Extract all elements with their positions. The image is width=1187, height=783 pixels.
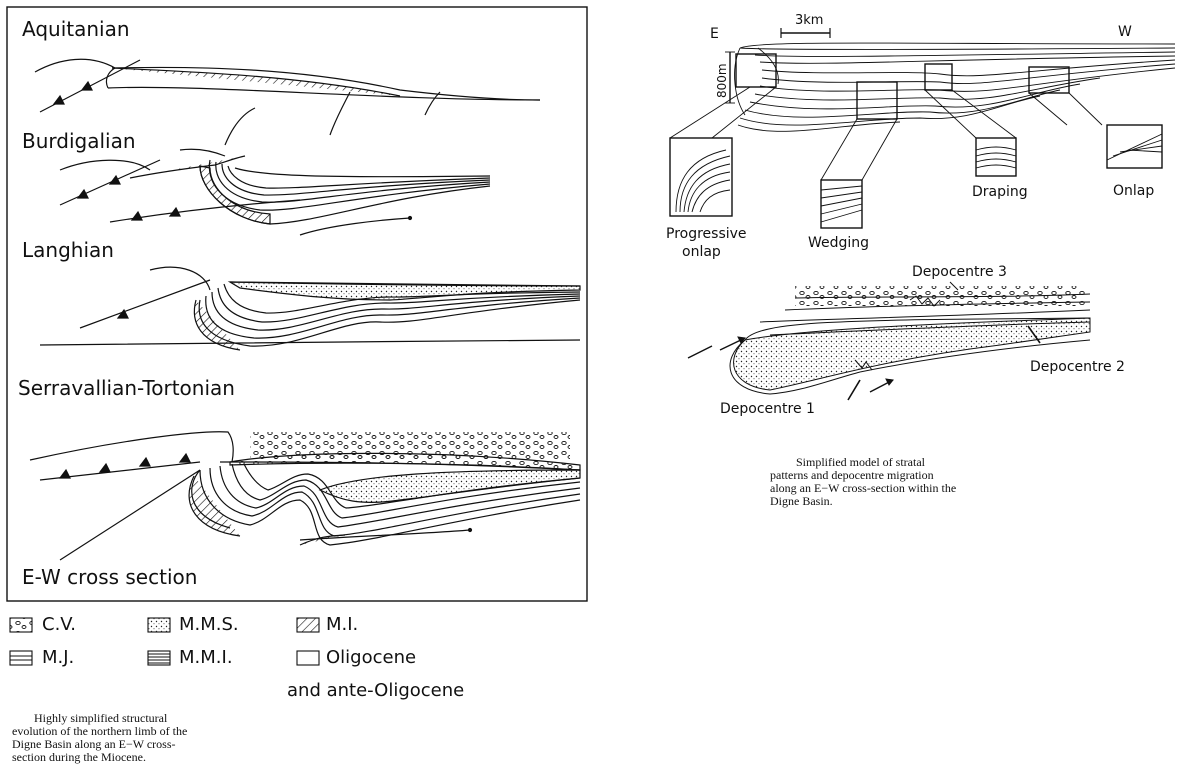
right-cross-section: [670, 28, 1175, 180]
caption-left: Highly simplified structural evolution o…: [12, 712, 192, 764]
legend-cv-swatch: [10, 618, 32, 632]
scale-label: 3km: [795, 13, 823, 28]
inset-draping: [976, 138, 1016, 176]
height-label: 800m: [715, 63, 729, 98]
pattern-label-wedging: Wedging: [808, 235, 869, 251]
depocentre-3-label: Depocentre 3: [912, 264, 1007, 280]
stage-label-burdigalian: Burdigalian: [22, 129, 136, 153]
legend-ante-oligocene-label: and ante-Oligocene: [287, 680, 464, 701]
depocentre-1-label: Depocentre 1: [720, 401, 815, 417]
legend-mi-swatch: [297, 618, 319, 632]
legend-mms-label: M.M.S.: [179, 614, 239, 635]
legend-mj-label: M.J.: [42, 647, 74, 668]
east-label: E: [710, 26, 719, 42]
legend-cv-label: C.V.: [42, 614, 76, 635]
legend-mmi-label: M.M.I.: [179, 647, 233, 668]
legend-mmi-swatch: [148, 651, 170, 665]
legend-oligocene-label: Oligocene: [326, 647, 416, 668]
stage-label-aquitanian: Aquitanian: [22, 17, 130, 41]
legend-mms-swatch: [148, 618, 170, 632]
legend-mj-swatch: [10, 651, 32, 665]
pattern-label-draping: Draping: [972, 184, 1028, 200]
burdigalian-section: [60, 149, 490, 235]
stage-label-langhian: Langhian: [22, 238, 114, 262]
legend-oligocene-swatch: [297, 651, 319, 665]
depocentre-2-label: Depocentre 2: [1030, 359, 1125, 375]
inset-progressive-onlap: [670, 138, 732, 216]
serravallian-tortonian-section: [30, 432, 580, 560]
west-label: W: [1118, 24, 1132, 40]
pattern-label-onlap: Onlap: [1113, 183, 1154, 199]
inset-onlap: [1107, 125, 1162, 168]
langhian-section: [40, 267, 580, 350]
caption-right: Simplified model of stratal patterns and…: [770, 456, 960, 508]
inset-wedging: [821, 180, 862, 228]
pattern-label-onlap-2: onlap: [682, 244, 721, 260]
section-label: E-W cross section: [22, 565, 197, 589]
legend-mi-label: M.I.: [326, 614, 358, 635]
depocentre-model: [688, 282, 1090, 400]
stage-label-serravallian-tortonian: Serravallian-Tortonian: [18, 376, 235, 400]
pattern-label-progressive: Progressive: [666, 226, 747, 242]
